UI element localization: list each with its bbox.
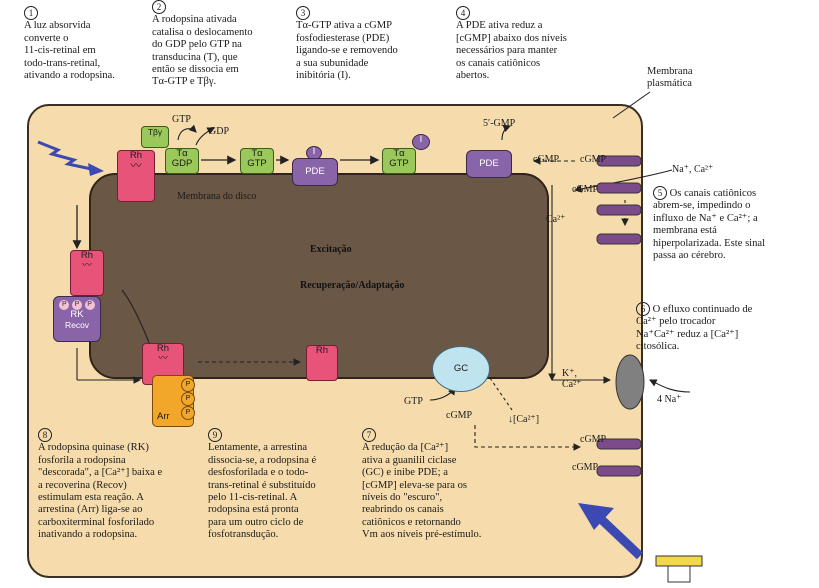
arrestin-label: Arr [157,411,170,422]
cgmp-label: cGMP [580,434,607,445]
rhodopsin-active: Rh〰 [117,150,155,202]
step-4: 4 A PDE ativa reduz a [cGMP] abaixo dos … [456,6,567,82]
light-beam-icon [37,140,97,172]
step-1: 1 A luz absorvida converte o 11-cis-reti… [24,6,115,82]
recov-label: Recov [64,320,90,330]
recovery-label: Recuperação/Adaptação [300,280,405,291]
phosphate-icon: P [84,300,95,310]
step-7-number: 7 [362,428,376,442]
rhodopsin-bleached: Rh〰 [70,250,104,296]
phosphate-icon: P [181,392,195,406]
cgmp-label: cGMP [446,410,473,421]
transducin-alpha-gtp-1: Tα GTP [240,148,274,174]
step-8-text: A rodopsina quinase (RK) fosforila a rod… [38,442,163,541]
gtp-label: GTP [172,114,191,125]
excitation-label: Excitação [310,244,352,255]
transducin-beta-gamma: Tβγ [141,126,169,148]
transducin-alpha-gtp-2: Tα GTP [382,148,416,174]
plasma-membrane-label: Membrana plasmática [647,66,693,89]
step-9-number: 9 [208,428,222,442]
zoom-arrow-icon [598,516,644,560]
step-8: 8 A rodopsina quinase (RK) fosforila a r… [38,428,162,542]
na-ca-label: Na⁺, Ca²⁺ [672,164,714,175]
step-5-number: 5 [653,186,667,200]
phosphate-icon: P [72,300,82,310]
pde-active: PDE [466,150,512,178]
step-7: 7 A redução da [Ca²⁺] ativa a guanilil c… [362,428,481,542]
step-5-text: Os canais catiônicos abrem-se, impedindo… [653,188,766,262]
step-2: 2 A rodopsina ativada catalisa o desloca… [152,0,253,89]
step-9-text: Lentamente, a arrestina dissocia-se, a r… [208,442,317,541]
cgmp-label: cGMP [533,154,560,165]
step-6-number: 6 [636,302,650,316]
pde-inhibitor-free: I [412,134,430,150]
phosphate-icon: P [181,378,195,392]
step-3-text: Tα-GTP ativa a cGMP fosfodiesterase (PDE… [296,20,398,82]
step-2-text: A rodopsina ativada catalisa o deslocame… [152,14,253,88]
transducin-alpha-gdp: Tα GDP [165,148,199,174]
rk-label: RK [70,309,84,320]
pde-inactive: PDE [292,158,338,186]
rhodopsin-label: Rh [129,150,143,161]
phosphate-icon: P [59,300,70,310]
k-ca-label: K⁺, Ca²⁺ [562,368,582,390]
four-na-label: 4 Na⁺ [657,394,682,405]
calcium-concentration-label: ↓[Ca²⁺] [508,414,540,425]
step-7-text: A redução da [Ca²⁺] ativa a guanilil cic… [362,442,482,541]
arrestin: P P P Arr [152,375,195,427]
calcium-label: Ca²⁺ [546,214,566,225]
cgmp-label: cGMP [580,154,607,165]
rhodopsin-label: Rh [156,343,170,354]
step-6-text: O efluxo continuado de Ca²⁺ pelo trocado… [636,304,753,353]
step-8-number: 8 [38,428,52,442]
cgmp-label: cGMP [572,462,599,473]
phosphate-icon: P [181,406,195,420]
rhodopsin-kinase: P P P RK Recov [53,296,101,342]
gc-gtp-label: GTP [404,396,423,407]
step-3: 3 Tα-GTP ativa a cGMP fosfodiesterase (P… [296,6,398,82]
rhodopsin-label: Rh [80,250,94,261]
gdp-label: GDP [209,126,230,137]
rhodopsin-regenerated: Rh [306,345,338,381]
step-5: 5 Os canais catiônicos abrem-se, impedin… [653,186,765,262]
step-6: 6 O efluxo continuado de Ca²⁺ pelo troca… [636,302,752,354]
disc-membrane-label: Membrana do disco [177,191,257,202]
step-4-text: A PDE ativa reduz a [cGMP] abaixo dos ní… [456,20,567,82]
step-1-text: A luz absorvida converte o 11-cis-retina… [24,20,115,82]
cgmp-label: cGMP [572,184,599,195]
guanylyl-cyclase: GC [432,346,490,392]
five-gmp-label: 5′-GMP [483,118,516,129]
step-9: 9 Lentamente, a arrestina dissocia-se, a… [208,428,316,542]
rhodopsin-label: Rh [315,345,329,356]
